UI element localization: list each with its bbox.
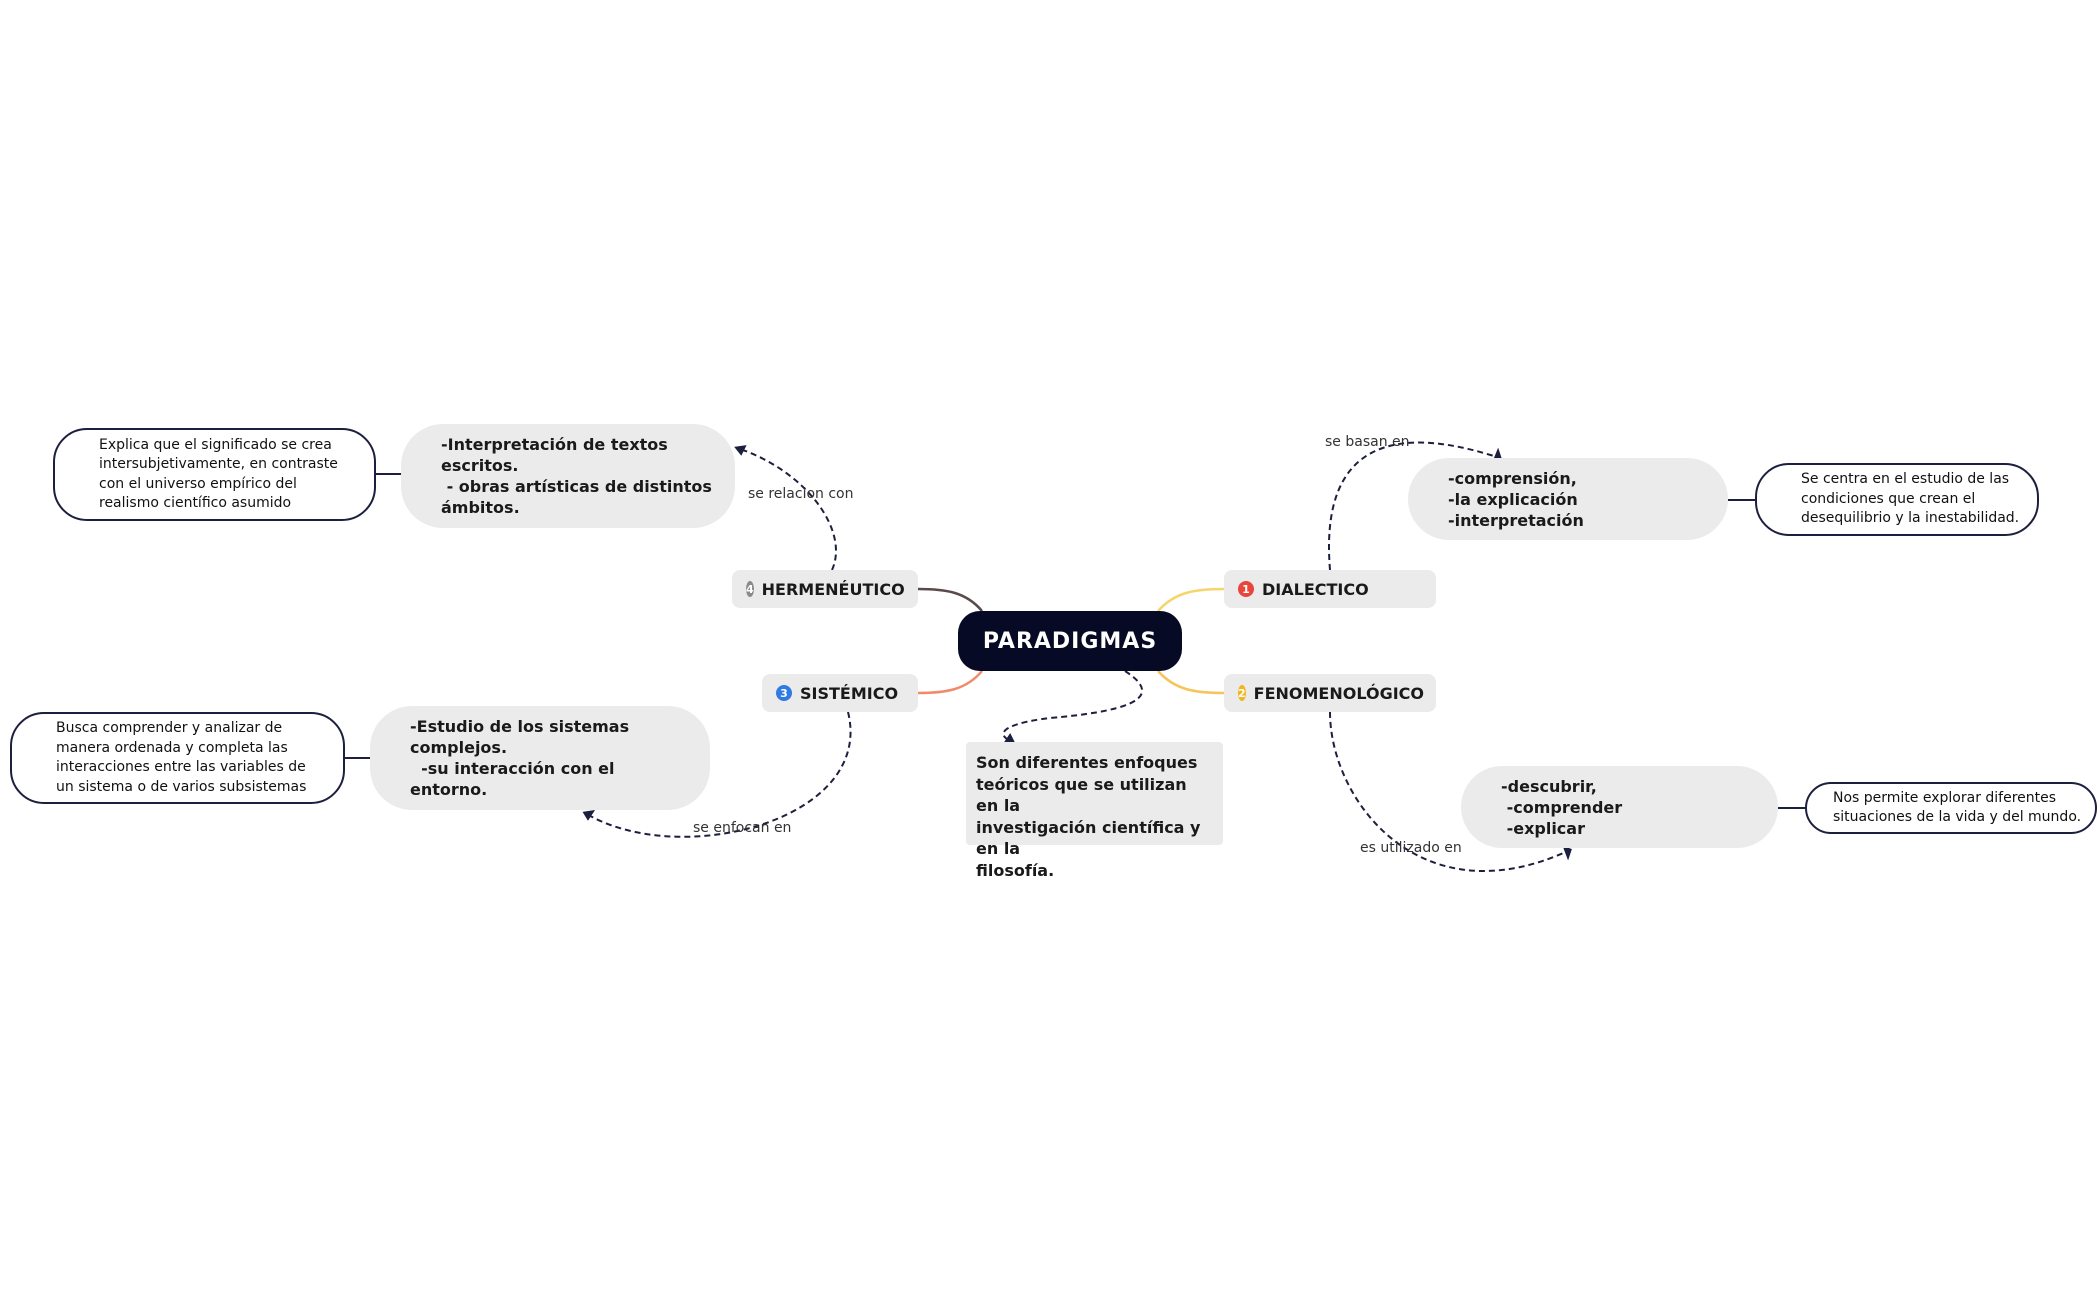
connector-hermeneutico xyxy=(917,587,983,612)
details-line: -su interacción con el xyxy=(410,759,615,778)
details-line: entorno. xyxy=(410,780,488,799)
number-badge-1: 1 xyxy=(1238,581,1254,597)
branch-hermeneutico[interactable]: 4 HERMENÉUTICO xyxy=(732,570,918,608)
description-box[interactable]: Son diferentes enfoques teóricos que se … xyxy=(966,742,1223,880)
relation-label-dialectico: se basan en xyxy=(1325,434,1410,450)
details-line: -explicar xyxy=(1501,818,1585,838)
details-line: -comprensión, xyxy=(1448,468,1577,488)
relation-arrow-sistemico xyxy=(584,711,852,838)
details-line: complejos. xyxy=(410,738,508,757)
note-line: condiciones que crean el xyxy=(1801,490,1976,507)
note-sistemico[interactable]: Busca comprender y analizar de manera or… xyxy=(10,712,345,804)
note-line: Se centra en el estudio de las xyxy=(1801,471,2010,488)
details-line: -interpretación xyxy=(1448,510,1584,530)
note-line: manera ordenada y completa las xyxy=(56,739,288,756)
note-line: realismo científico asumido xyxy=(99,495,292,511)
relation-arrow-hermeneutico xyxy=(736,447,837,571)
relation-arrow-description xyxy=(1002,670,1144,743)
branch-fenomenologico[interactable]: 2 FENOMENOLÓGICO xyxy=(1224,674,1436,712)
details-hermeneutico[interactable]: -Interpretación de textos escritos. - ob… xyxy=(401,424,735,528)
note-fenomenologico[interactable]: Nos permite explorar diferentes situacio… xyxy=(1805,782,2097,834)
connector-dialectico xyxy=(1157,587,1225,612)
note-line: Nos permite explorar diferentes xyxy=(1833,789,2057,806)
arrowhead-sistemico xyxy=(582,810,596,821)
note-line: Busca comprender y analizar de xyxy=(56,720,283,736)
description-line: Son diferentes enfoques xyxy=(976,753,1198,772)
branch-label-dialectico: DIALECTICO xyxy=(1262,579,1369,599)
details-fenomenologico[interactable]: -descubrir, -comprender -explicar xyxy=(1461,766,1778,848)
details-line: ámbitos. xyxy=(441,498,520,517)
arrowhead-fenomenologico xyxy=(1562,845,1572,861)
details-line: -comprender xyxy=(1501,797,1623,817)
note-line: interacciones entre las variables de xyxy=(56,759,306,775)
details-line: -descubrir, xyxy=(1501,776,1597,796)
details-dialectico[interactable]: -comprensión, -la explicación -interpret… xyxy=(1408,458,1728,540)
number-badge-2: 2 xyxy=(1238,685,1246,701)
relation-arrow-dialectico xyxy=(1328,441,1501,571)
note-line: con el universo empírico del xyxy=(99,475,297,492)
central-topic-label: PARADIGMAS xyxy=(982,628,1158,654)
relation-label-fenomenologico: es utilizado en xyxy=(1360,840,1462,856)
branch-label-sistemico: SISTÉMICO xyxy=(800,683,899,703)
details-line: -la explicación xyxy=(1448,489,1578,509)
details-line: escritos. xyxy=(441,456,519,475)
details-line: -Interpretación de textos xyxy=(441,435,668,454)
description-line: filosofía. xyxy=(976,860,1055,880)
arrowhead-hermeneutico xyxy=(734,445,747,456)
branch-dialectico[interactable]: 1 DIALECTICO xyxy=(1224,570,1436,608)
relation-label-hermeneutico: se relacion con xyxy=(748,486,854,502)
branch-sistemico[interactable]: 3 SISTÉMICO xyxy=(762,674,918,712)
central-topic-paradigmas[interactable]: PARADIGMAS xyxy=(958,611,1182,671)
note-line: situaciones de la vida y del mundo. xyxy=(1833,809,2082,825)
number-badge-3: 3 xyxy=(776,685,792,701)
details-line: - obras artísticas de distintos xyxy=(441,477,712,496)
note-hermeneutico[interactable]: Explica que el significado se crea inter… xyxy=(53,428,376,521)
connector-fenomenologico xyxy=(1157,670,1225,695)
relation-arrow-fenomenologico xyxy=(1329,711,1571,872)
note-line: desequilibrio y la inestabilidad. xyxy=(1801,510,2020,527)
details-sistemico[interactable]: -Estudio de los sistemas complejos. -su … xyxy=(370,706,710,810)
note-line: un sistema o de varios subsistemas xyxy=(56,778,307,795)
branch-label-hermeneutico: HERMENÉUTICO xyxy=(761,579,905,599)
note-line: Explica que el significado se crea xyxy=(99,436,332,453)
connector-sistemico xyxy=(917,670,983,695)
number-badge-4: 4 xyxy=(746,581,754,597)
description-line: investigación científica y en la xyxy=(976,817,1201,859)
branch-label-fenomenologico: FENOMENOLÓGICO xyxy=(1253,683,1425,703)
details-line: -Estudio de los sistemas xyxy=(410,717,630,736)
description-line: teóricos que se utilizan en la xyxy=(976,774,1187,816)
note-line: intersubjetivamente, en contraste xyxy=(99,456,338,472)
note-dialectico[interactable]: Se centra en el estudio de las condicion… xyxy=(1755,463,2039,536)
relation-label-sistemico: se enfocan en xyxy=(693,820,792,836)
